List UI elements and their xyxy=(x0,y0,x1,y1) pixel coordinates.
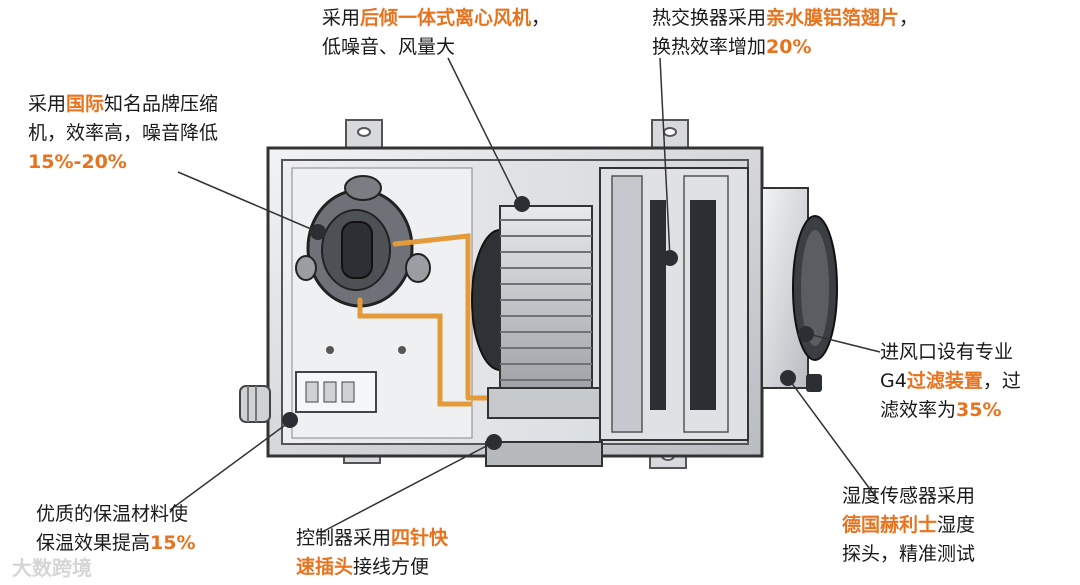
callout-line: 热交换器采用亲水膜铝箔翅片， xyxy=(652,4,918,33)
callout-line: 低噪音、风量大 xyxy=(322,33,550,62)
marker-dot xyxy=(310,224,326,240)
callout-line: 进风口设有专业 xyxy=(880,338,1021,367)
watermark: 大数跨境 xyxy=(12,552,92,581)
callout-text: ， xyxy=(899,7,918,29)
callout-line: 15%-20% xyxy=(28,148,218,177)
side-fitting xyxy=(240,386,270,422)
marker-dot xyxy=(514,196,530,212)
callout-heat-exchanger: 热交换器采用亲水膜铝箔翅片， 换热效率增加20% xyxy=(652,4,918,62)
marker-dot xyxy=(798,326,814,342)
callout-line: 滤效率为35% xyxy=(880,396,1021,425)
callout-text: G4 xyxy=(880,370,907,392)
callout-text: 热交换器采用 xyxy=(652,7,766,29)
callout-text: 接线方便 xyxy=(353,556,429,578)
callout-filter: 进风口设有专业 G4过滤装置，过 滤效率为35% xyxy=(880,338,1021,425)
heat-exchanger xyxy=(600,168,748,440)
mounting-tab xyxy=(652,120,688,150)
callout-line: 探头，精准测试 xyxy=(842,540,975,569)
marker-dot xyxy=(780,370,796,386)
callout-line: 采用后倾一体式离心风机， xyxy=(322,4,550,33)
callout-number: 15% xyxy=(150,532,195,554)
callout-line: G4过滤装置，过 xyxy=(880,367,1021,396)
callout-text: 知名品牌压缩 xyxy=(104,93,218,115)
callout-text: 采用 xyxy=(322,7,360,29)
callout-line: 速插头接线方便 xyxy=(296,553,448,582)
callout-compressor: 采用国际知名品牌压缩 机，效率高，噪音降低 15%-20% xyxy=(28,90,218,177)
callout-line: 换热效率增加20% xyxy=(652,33,918,62)
callout-highlight: 国际 xyxy=(66,93,104,115)
callout-number: 15%-20% xyxy=(28,151,127,173)
marker-dot xyxy=(486,434,502,450)
callout-text: 控制器采用 xyxy=(296,527,391,549)
air-inlet xyxy=(762,188,837,392)
callout-text: ，过 xyxy=(983,370,1021,392)
callout-text: 保温效果提高 xyxy=(36,532,150,554)
electrical-box xyxy=(296,372,376,412)
callout-highlight: 过滤装置 xyxy=(907,370,983,392)
callout-highlight: 亲水膜铝箔翅片 xyxy=(766,7,899,29)
callout-line: 控制器采用四针快 xyxy=(296,524,448,553)
callout-text: 滤效率为 xyxy=(880,399,956,421)
callout-line: 采用国际知名品牌压缩 xyxy=(28,90,218,119)
callout-number: 20% xyxy=(766,36,811,58)
callout-text: ， xyxy=(531,7,550,29)
callout-highlight: 德国赫利士 xyxy=(842,514,937,536)
callout-line: 优质的保温材料使 xyxy=(36,500,196,529)
callout-line: 湿度传感器采用 xyxy=(842,482,975,511)
callout-insulation: 优质的保温材料使 保温效果提高15% xyxy=(36,500,196,558)
callout-text: 换热效率增加 xyxy=(652,36,766,58)
callout-line: 机，效率高，噪音降低 xyxy=(28,119,218,148)
callout-highlight: 速插头 xyxy=(296,556,353,578)
callout-highlight: 后倾一体式离心风机 xyxy=(360,7,531,29)
marker-dot xyxy=(662,250,678,266)
callout-controller: 控制器采用四针快 速插头接线方便 xyxy=(296,524,448,582)
callout-fan: 采用后倾一体式离心风机， 低噪音、风量大 xyxy=(322,4,550,62)
callout-text: 湿度 xyxy=(937,514,975,536)
mounting-tab xyxy=(346,120,382,150)
marker-dot xyxy=(282,412,298,428)
callout-highlight: 四针快 xyxy=(391,527,448,549)
callout-sensor: 湿度传感器采用 德国赫利士湿度 探头，精准测试 xyxy=(842,482,975,569)
callout-line: 德国赫利士湿度 xyxy=(842,511,975,540)
callout-text: 采用 xyxy=(28,93,66,115)
callout-number: 35% xyxy=(956,399,1001,421)
bottom-outlet xyxy=(486,442,602,466)
